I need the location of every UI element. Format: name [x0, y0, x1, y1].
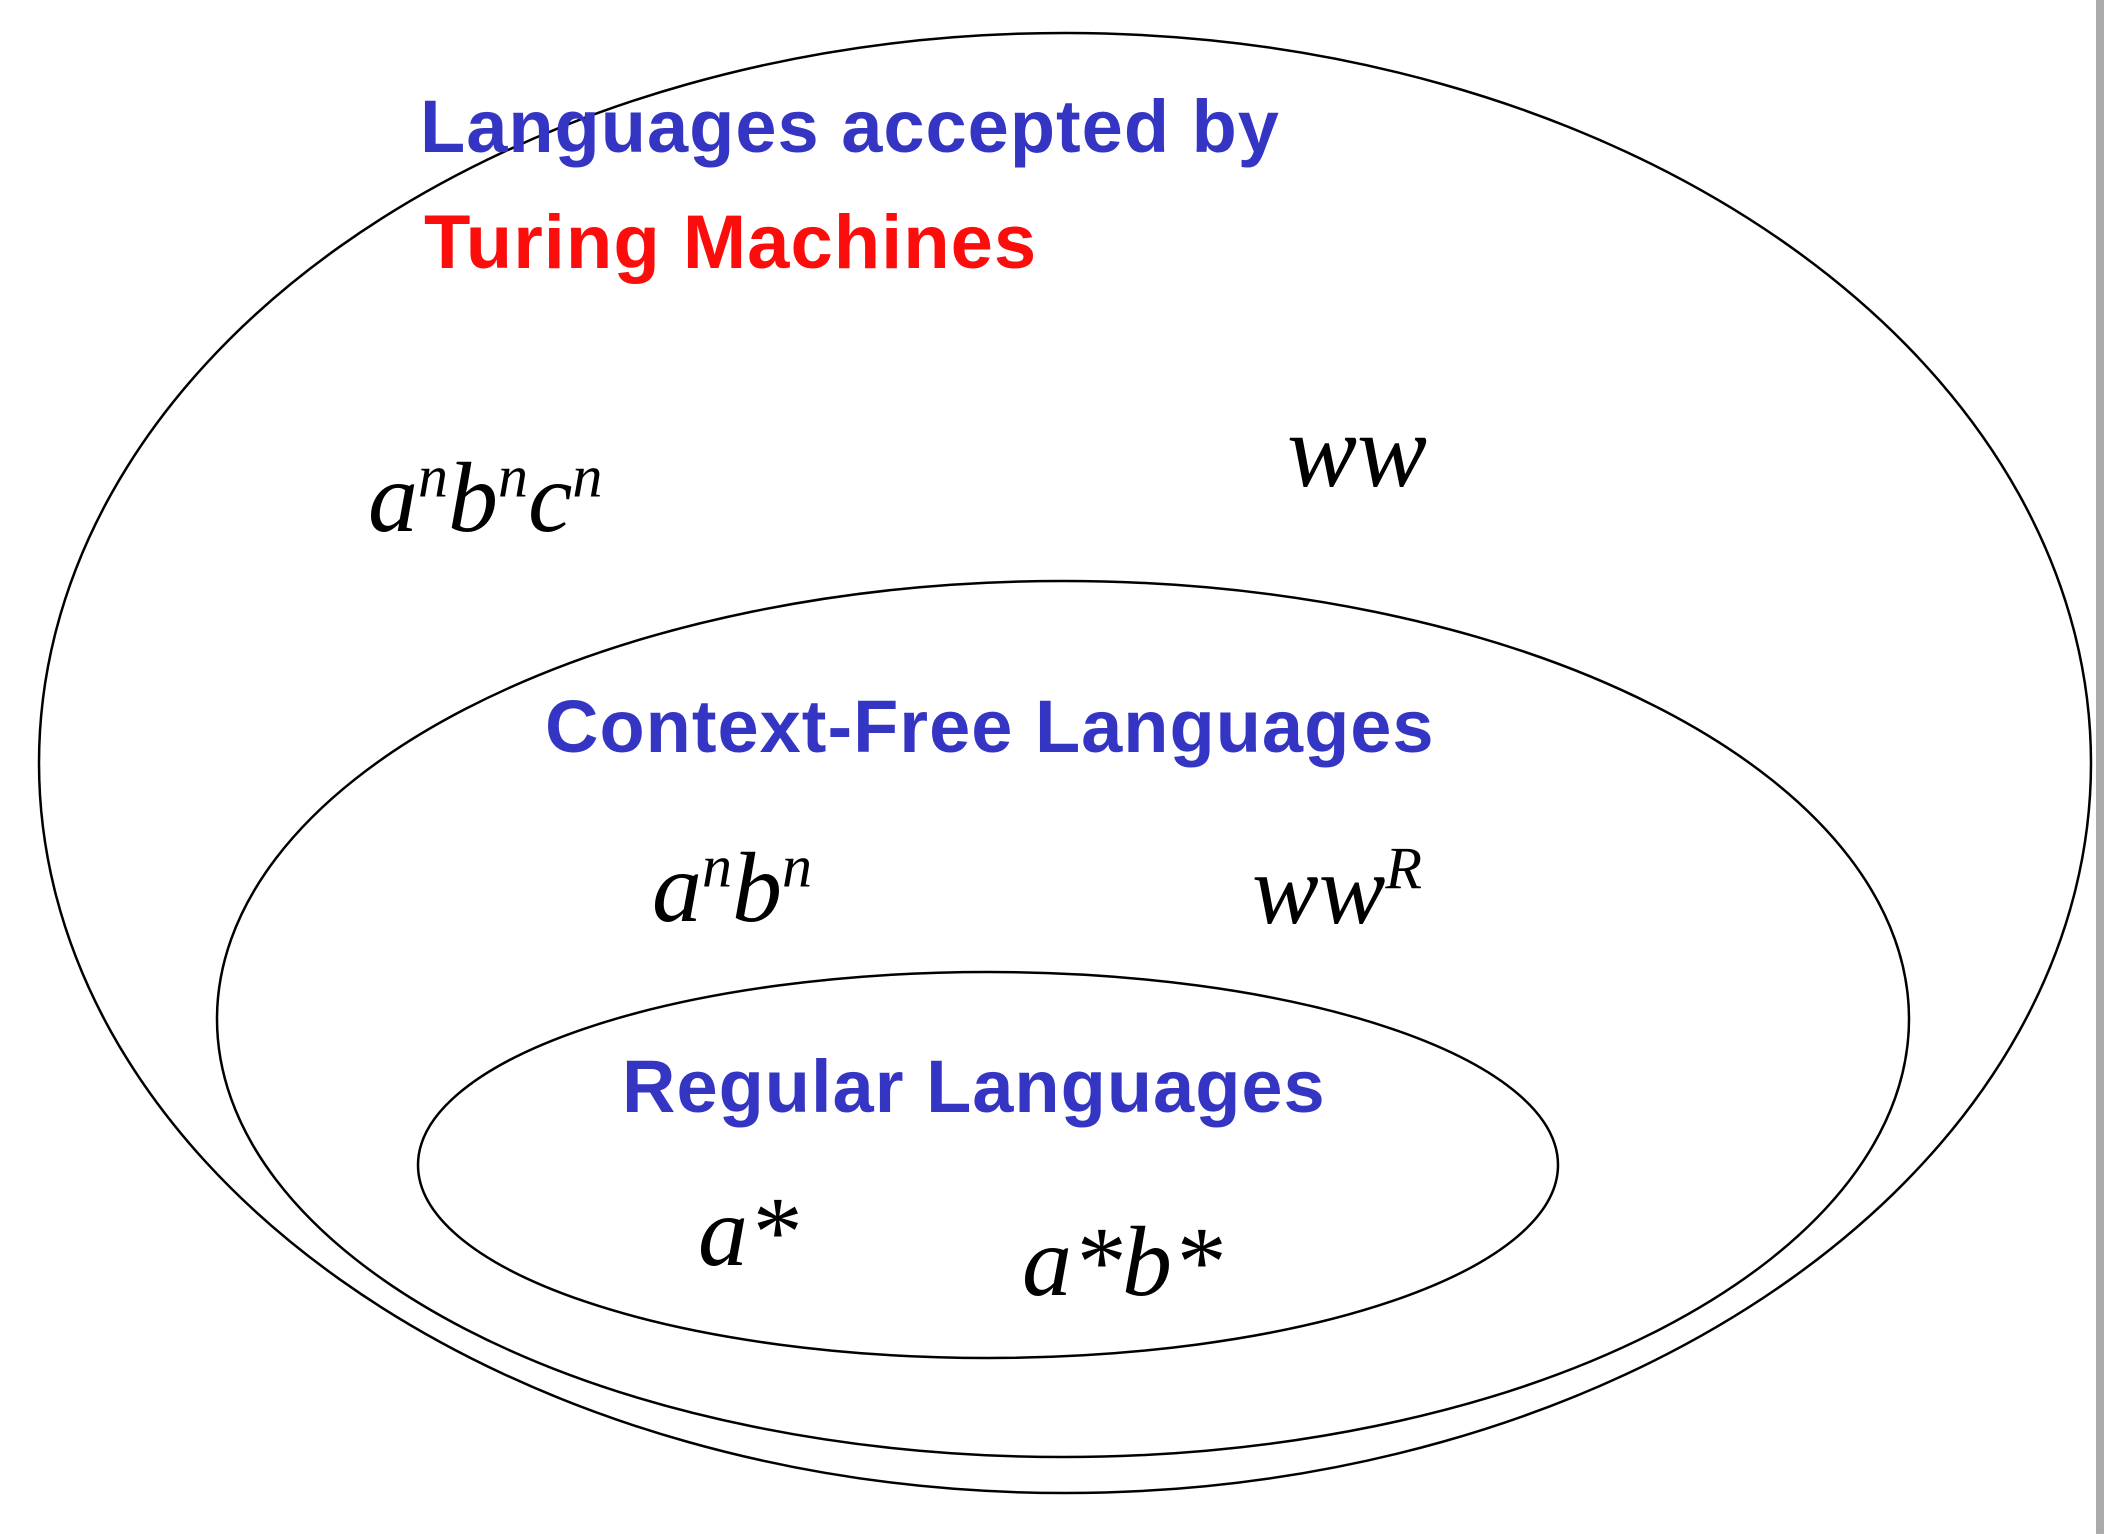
- formula-a-star: a*: [698, 1182, 798, 1282]
- inner-region-title-regular-languages: Regular Languages: [622, 1045, 1326, 1128]
- inner-ellipse-regular: [416, 970, 1560, 1360]
- formula-ww-reverse: wwR: [1252, 839, 1422, 940]
- formula-an-bn-cn: anbncn: [368, 447, 602, 548]
- formula-base: a*: [698, 1176, 798, 1287]
- formula-base: a: [368, 442, 418, 553]
- formula-a-star-b-star: a*b*: [1022, 1212, 1222, 1312]
- formula-base: ww: [1287, 392, 1428, 509]
- outer-region-title-line2-turing-machines: Turing Machines: [424, 200, 1038, 285]
- formula-base: c: [528, 442, 573, 553]
- formula-base: a*b*: [1022, 1206, 1222, 1317]
- formula-exponent: n: [418, 443, 448, 510]
- formula-ww: ww: [1287, 398, 1427, 503]
- formula-exponent: n: [782, 833, 812, 900]
- outer-ellipse-turing-machines: [37, 31, 2093, 1495]
- formula-base: ww: [1252, 834, 1386, 945]
- formula-base: a: [652, 832, 702, 943]
- formula-exponent: n: [702, 833, 732, 900]
- formula-exponent: n: [498, 443, 528, 510]
- formula-exponent: n: [572, 443, 603, 510]
- formula-an-bn: anbn: [652, 837, 812, 938]
- middle-region-title-context-free-languages: Context-Free Languages: [545, 685, 1435, 768]
- middle-ellipse-context-free: [215, 579, 1911, 1459]
- outer-region-title-line1: Languages accepted by: [420, 85, 1280, 168]
- window-right-edge: [2096, 0, 2104, 1534]
- formula-exponent-R: R: [1385, 835, 1423, 902]
- formula-base: b: [448, 442, 498, 553]
- formula-base: b: [732, 832, 782, 943]
